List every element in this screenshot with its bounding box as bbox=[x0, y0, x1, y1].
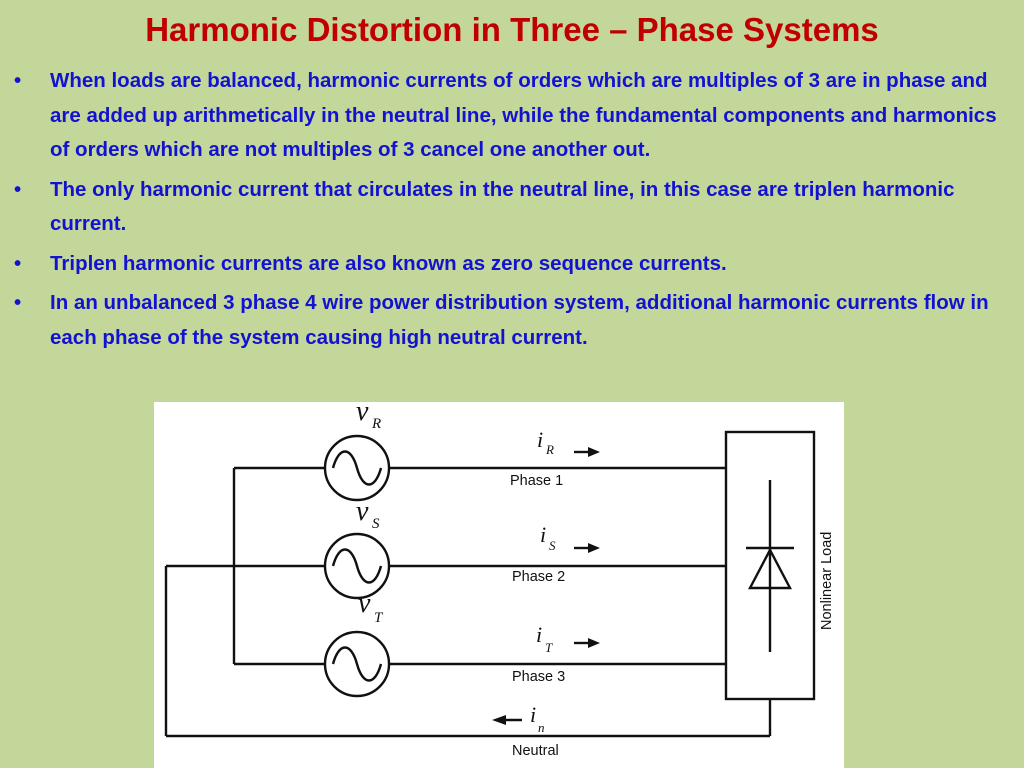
bullet-dot: • bbox=[14, 177, 22, 201]
vs-subscript: S bbox=[372, 516, 380, 532]
arrow-it-head bbox=[588, 638, 600, 648]
arrow-in-head bbox=[492, 715, 506, 725]
vs-label: v bbox=[356, 496, 369, 527]
is-subscript: S bbox=[549, 538, 556, 553]
bullet-text: When loads are balanced, harmonic curren… bbox=[50, 69, 997, 161]
bullet-text: The only harmonic current that circulate… bbox=[50, 177, 955, 236]
vt-label: v bbox=[358, 588, 371, 619]
neutral-label: Neutral bbox=[512, 743, 559, 759]
is-label: i bbox=[540, 522, 546, 547]
arrow-is-head bbox=[588, 543, 600, 553]
phase2-label: Phase 2 bbox=[512, 569, 565, 585]
phase3-label: Phase 3 bbox=[512, 669, 565, 685]
bullet-item: • When loads are balanced, harmonic curre… bbox=[14, 64, 1006, 168]
load-label: Nonlinear Load bbox=[819, 532, 835, 630]
in-label: i bbox=[530, 702, 536, 727]
source-t-circle bbox=[323, 630, 391, 698]
bullet-item: • The only harmonic current that circulat… bbox=[14, 173, 1006, 242]
sine-icon bbox=[331, 548, 383, 584]
source-r-circle bbox=[323, 434, 391, 502]
sine-icon bbox=[331, 450, 383, 486]
circuit-svg: v R v S v T i R i S i T i n Phase 1 Phas… bbox=[164, 402, 835, 759]
bullet-item: • Triplen harmonic currents are also know… bbox=[14, 247, 1006, 282]
ir-subscript: R bbox=[545, 442, 554, 457]
bullet-text: In an unbalanced 3 phase 4 wire power di… bbox=[50, 291, 989, 349]
vr-subscript: R bbox=[371, 416, 381, 432]
slide-title: Harmonic Distortion in Three – Phase Sys… bbox=[145, 11, 879, 48]
bullet-dot: • bbox=[14, 251, 22, 275]
bullet-dot: • bbox=[14, 291, 22, 314]
ir-label: i bbox=[537, 427, 543, 452]
in-subscript: n bbox=[538, 720, 545, 735]
it-subscript: T bbox=[545, 640, 553, 655]
source-s-circle bbox=[323, 532, 391, 600]
vt-subscript: T bbox=[374, 610, 384, 626]
bullet-item: • In an unbalanced 3 phase 4 wire power d… bbox=[14, 286, 1006, 355]
arrow-ir-head bbox=[588, 447, 600, 457]
it-label: i bbox=[536, 622, 542, 647]
phase1-label: Phase 1 bbox=[510, 473, 563, 489]
bullet-list: • When loads are balanced, harmonic curre… bbox=[14, 64, 1006, 360]
circuit-diagram: v R v S v T i R i S i T i n Phase 1 Phas… bbox=[154, 402, 844, 768]
diode-icon bbox=[748, 547, 792, 590]
vr-label: v bbox=[356, 402, 369, 427]
load-box bbox=[724, 430, 816, 701]
sine-icon bbox=[331, 646, 383, 682]
bullet-dot: • bbox=[14, 69, 22, 92]
bullet-text: Triplen harmonic currents are also known… bbox=[50, 251, 727, 275]
